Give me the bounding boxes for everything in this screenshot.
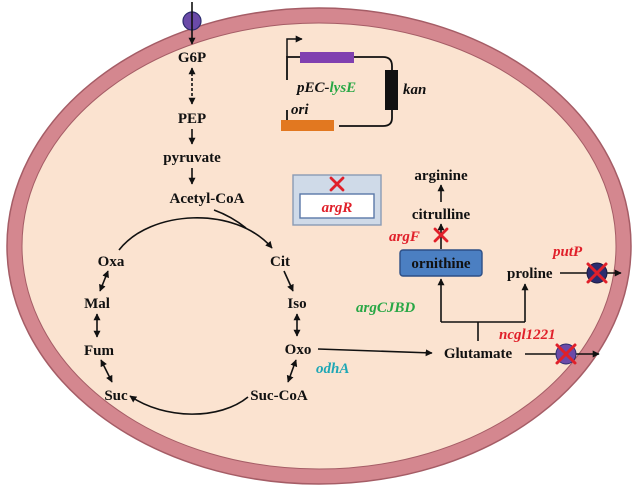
cit-iso-arrow (283, 270, 294, 292)
metabolite-suc-coa: Suc-CoA (250, 388, 308, 404)
gene-ncgl1221: ncgl1221 (499, 327, 556, 343)
metabolite-acetyl-coa: Acetyl-CoA (170, 191, 245, 207)
metabolite-oxa: Oxa (98, 254, 125, 270)
metabolite-ornithine: ornithine (411, 256, 471, 272)
acetylcoa-into-cycle (213, 209, 247, 229)
gene-argcjbd: argCJBD (356, 300, 415, 316)
metabolite-pyruvate: pyruvate (163, 150, 221, 166)
putp-knockout-icon (586, 262, 608, 284)
argr-knockout-icon (329, 176, 345, 192)
plasmid-name: pEC-lysE (295, 80, 356, 96)
oxa-to-cit-arc (118, 217, 273, 251)
ncgl1221-knockout-icon (555, 343, 577, 365)
gene-argr: argR (322, 200, 353, 216)
cytoplasm (21, 22, 617, 470)
plasmid-kan-label: kan (403, 82, 426, 98)
plasmid-ori-label: ori (291, 102, 309, 118)
metabolite-cit: Cit (270, 254, 290, 270)
metabolite-suc: Suc (104, 388, 128, 404)
lyse-gene-bar (300, 52, 354, 63)
metabolite-oxo: Oxo (285, 342, 312, 358)
metabolite-iso: Iso (287, 296, 306, 312)
oxa-mal-arrow (99, 270, 109, 292)
fum-suc-arrow (100, 359, 113, 383)
metabolite-arginine: arginine (414, 168, 468, 184)
metabolite-citrulline: citrulline (412, 207, 471, 223)
ornithine-box (399, 249, 483, 277)
oxo-succoa-arrow (286, 359, 298, 383)
metabolite-fum: Fum (84, 343, 115, 359)
gene-putp: putP (551, 244, 583, 260)
metabolite-g6p: G6P (178, 50, 206, 66)
metabolite-proline: proline (507, 266, 553, 282)
gene-argf: argF (389, 229, 420, 245)
promoter-icon (286, 35, 303, 57)
succoa-to-suc-arc (129, 395, 249, 415)
kan-marker-block (385, 70, 398, 110)
metabolite-mal: Mal (84, 296, 110, 312)
gene-odha: odhA (316, 361, 349, 377)
ori-bar (281, 120, 334, 131)
metabolite-pep: PEP (178, 111, 206, 127)
metabolite-glutamate: Glutamate (444, 346, 513, 362)
oxo-glutamate-arrow (317, 348, 433, 357)
argf-knockout-icon (433, 227, 449, 243)
argr-inner-box (299, 193, 375, 219)
